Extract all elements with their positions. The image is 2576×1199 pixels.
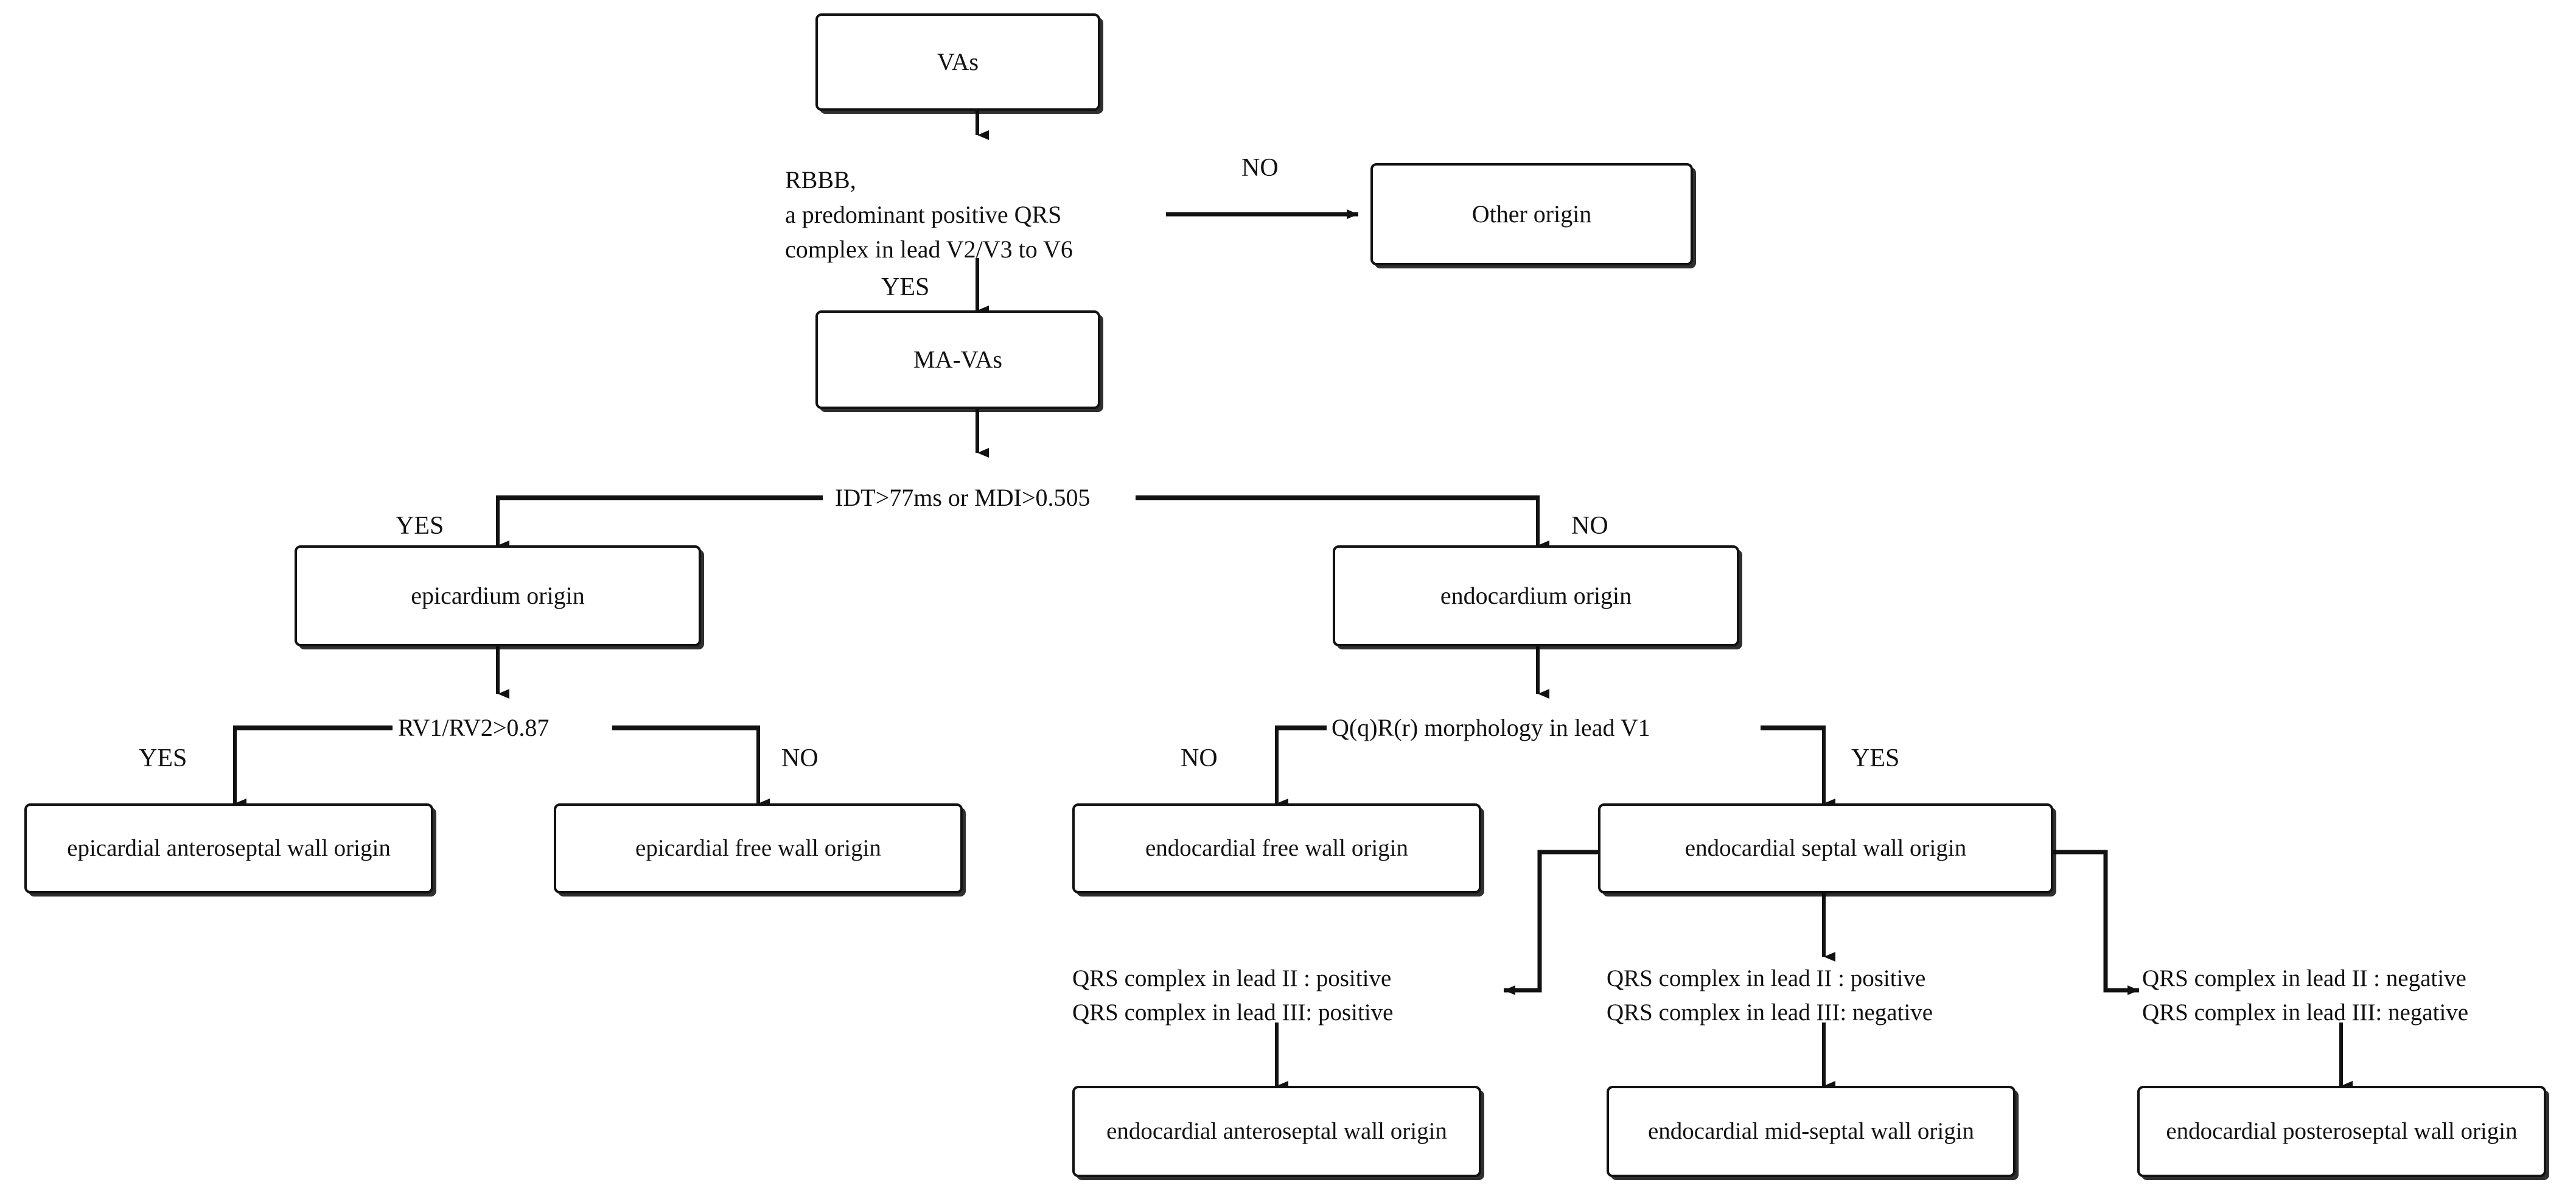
node-vas[interactable]: VAs — [815, 13, 1100, 111]
node-epicardium-origin[interactable]: epicardium origin — [295, 545, 701, 646]
node-endocardial-anteroseptal-wall-origin[interactable]: endocardial anteroseptal wall origin — [1072, 1086, 1481, 1177]
node-endocardium-origin-label: endocardium origin — [1440, 582, 1632, 609]
node-vas-label: VAs — [937, 48, 979, 75]
node-endocardial-septal-wall-label: endocardial septal wall origin — [1684, 834, 1967, 861]
edge-septal-right-branch — [2053, 850, 2139, 995]
criteria-idt-mdi: IDT>77ms or MDI>0.505 — [835, 484, 1091, 511]
branch-label-qr-yes: YES — [1851, 744, 1900, 772]
node-ma-vas[interactable]: MA-VAs — [815, 310, 1100, 409]
node-endocardial-mid-septal-wall-origin[interactable]: endocardial mid-septal wall origin — [1607, 1086, 2016, 1177]
node-endocardial-posteroseptal-wall-origin[interactable]: endocardial posteroseptal wall origin — [2137, 1086, 2546, 1177]
criteria-rbbb-line2: a predominant positive QRS — [785, 201, 1062, 228]
branch-label-rbbb-no: NO — [1241, 154, 1279, 182]
node-epicardial-anteroseptal-label: epicardial anteroseptal wall origin — [67, 834, 391, 861]
node-epicardial-free-wall-label: epicardial free wall origin — [635, 834, 881, 861]
node-endocardial-posteroseptal-label: endocardial posteroseptal wall origin — [2166, 1117, 2518, 1144]
criteria-qrs-midseptal-line2: QRS complex in lead III: negative — [1607, 999, 1933, 1026]
branch-label-qr-no: NO — [1181, 744, 1218, 772]
criteria-rbbb-line3: complex in lead V2/V3 to V6 — [785, 236, 1073, 263]
node-endocardium-origin[interactable]: endocardium origin — [1333, 545, 1739, 646]
criteria-qrs-posteroseptal-line1: QRS complex in lead II : negative — [2142, 965, 2466, 991]
node-endocardial-anteroseptal-label: endocardial anteroseptal wall origin — [1106, 1117, 1447, 1144]
criteria-qrs-posteroseptal-line2: QRS complex in lead III: negative — [2142, 999, 2469, 1026]
node-epicardium-origin-label: epicardium origin — [411, 582, 585, 609]
node-endocardial-free-wall-label: endocardial free wall origin — [1145, 834, 1409, 861]
branch-label-rv-no: NO — [781, 744, 819, 772]
node-epicardial-anteroseptal-wall-origin[interactable]: epicardial anteroseptal wall origin — [24, 803, 433, 893]
node-other-origin-label: Other origin — [1471, 200, 1592, 228]
node-endocardial-mid-septal-label: endocardial mid-septal wall origin — [1647, 1117, 1975, 1144]
branch-label-rv-yes: YES — [139, 744, 187, 772]
edge-septal-left-branch — [1504, 850, 1598, 995]
criteria-rbbb-line1: RBBB, — [785, 166, 856, 194]
criteria-qrs-midseptal-line1: QRS complex in lead II : positive — [1607, 965, 1926, 991]
node-endocardial-septal-wall-origin[interactable]: endocardial septal wall origin — [1598, 803, 2053, 893]
branch-label-idt-no: NO — [1571, 512, 1608, 540]
node-other-origin[interactable]: Other origin — [1370, 163, 1693, 265]
branch-label-idt-yes: YES — [396, 512, 444, 540]
criteria-qr-morphology: Q(q)R(r) morphology in lead V1 — [1332, 714, 1650, 741]
criteria-qrs-anteroseptal-line1: QRS complex in lead II : positive — [1072, 965, 1392, 991]
branch-label-rbbb-yes: YES — [881, 273, 930, 301]
criteria-rv1-rv2: RV1/RV2>0.87 — [398, 714, 550, 741]
criteria-qrs-anteroseptal-line2: QRS complex in lead III: positive — [1072, 999, 1394, 1026]
node-endocardial-free-wall-origin[interactable]: endocardial free wall origin — [1072, 803, 1481, 893]
node-epicardial-free-wall-origin[interactable]: epicardial free wall origin — [554, 803, 963, 893]
node-ma-vas-label: MA-VAs — [913, 346, 1002, 373]
